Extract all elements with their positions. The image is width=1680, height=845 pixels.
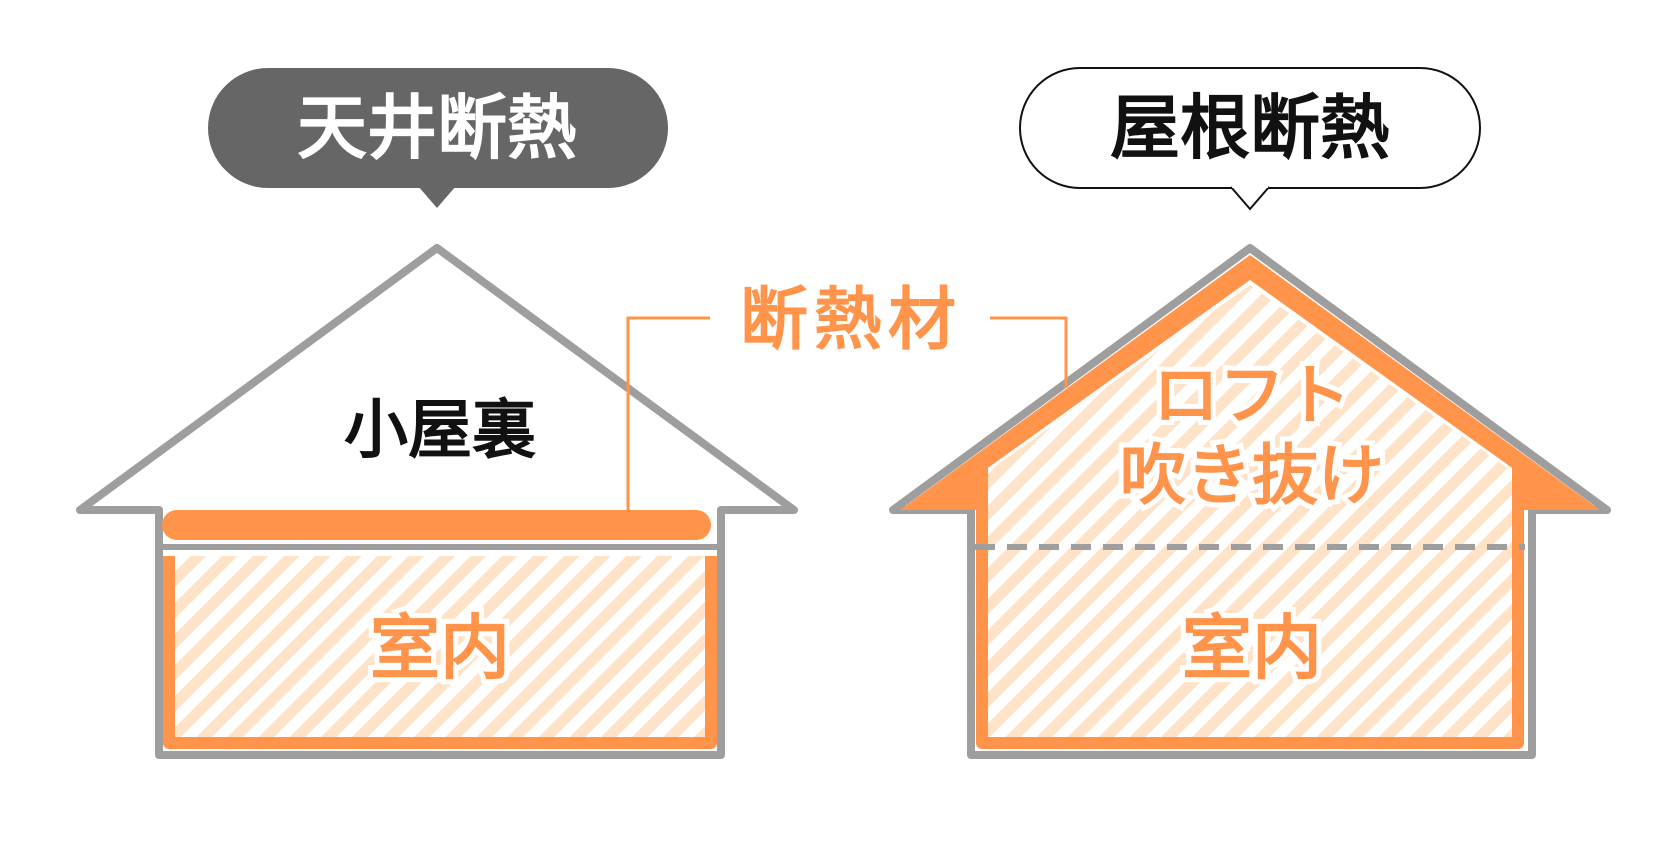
right-wall-insulation [976,468,1524,749]
right-room-label: 室内 [1182,607,1322,689]
left-wall-insulation [163,556,717,749]
left-title-bubble [208,68,668,208]
ceiling-insulation-house [76,244,798,759]
left-title: 天井断熱 [297,87,577,169]
attic-label: 小屋裏 [344,394,536,468]
insulation-callout [626,316,1068,512]
loft-label-line1: ロフト [1153,357,1351,434]
right-interior-area [980,285,1520,743]
roof-insulation-house [889,244,1611,759]
left-room-area [166,556,713,744]
right-title-bubble [1019,67,1481,211]
left-room-label: 室内 [370,607,510,689]
ceiling-insulation-bar [162,510,711,540]
callout-line-right [990,316,1068,388]
callout-line-left [626,316,710,512]
loft-label-line2: 吹き抜け [1120,437,1384,514]
roof-insulation [900,255,1600,510]
insulation-material-label: 断熱材 [740,281,962,360]
right-title: 屋根断熱 [1110,87,1390,169]
